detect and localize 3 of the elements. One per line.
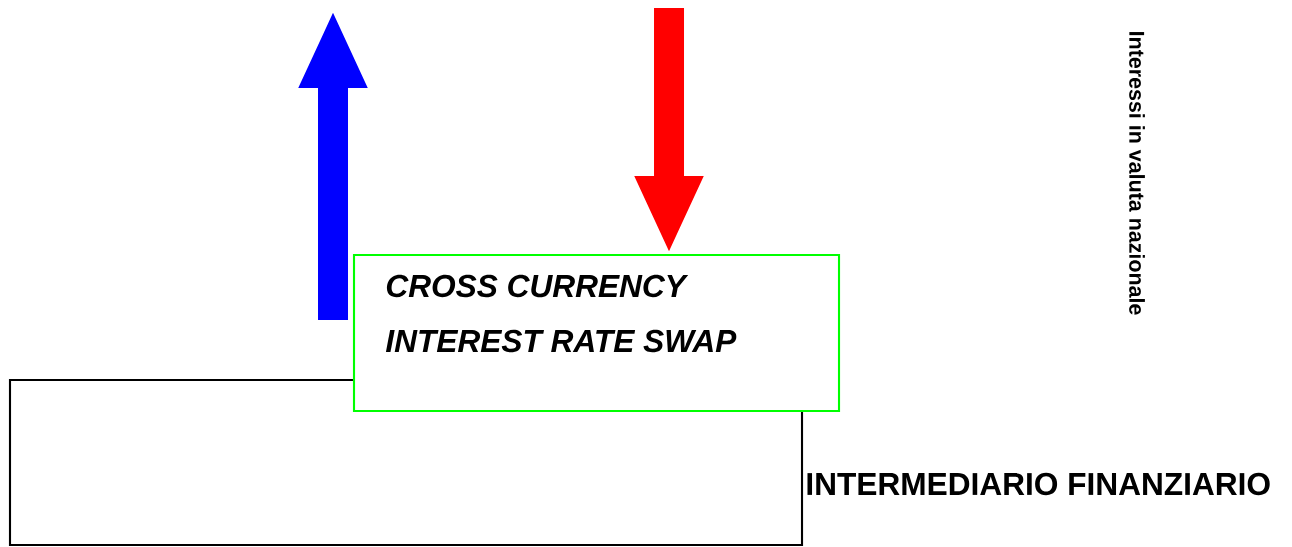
- node-label: INTERMEDIARIO FINANZIARIO: [807, 472, 1270, 496]
- swap-box: CROSS CURRENCY INTEREST RATE SWAP: [352, 253, 841, 413]
- vertical-label: Interessi in valuta nazionale: [1129, 32, 1145, 315]
